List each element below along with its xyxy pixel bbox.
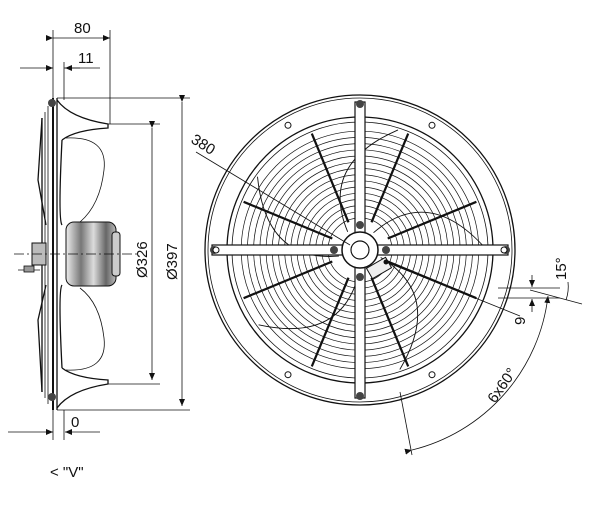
flange-bolt-top (48, 99, 56, 107)
guard-strut (370, 133, 410, 223)
dim-inner-diameter-label: Ø326 (134, 241, 151, 278)
mounting-hole (428, 371, 436, 379)
mounting-hole (212, 246, 220, 254)
view-note: < "V" (50, 464, 84, 481)
fan-blade (339, 129, 399, 232)
mounting-hole (284, 371, 292, 379)
guard-strut (310, 133, 350, 223)
dim-hole-pattern-label: 6x60° (484, 365, 520, 406)
fan-blade (373, 211, 487, 250)
guard-strut (243, 260, 333, 300)
dim-offset-label: 11 (78, 50, 94, 67)
fan-blade (258, 271, 360, 330)
guard-strut (243, 200, 333, 240)
dim-bolt-circle-label: 380 (188, 131, 218, 159)
guard-strut (310, 277, 350, 367)
side-dimensions: 80 11 0 Ø326 Ø397 (8, 20, 190, 440)
flange-bolt-bottom (48, 393, 56, 401)
mounting-hole (428, 121, 436, 129)
dim-zero-label: 0 (71, 414, 79, 431)
dim-outer-diameter-label: Ø397 (164, 243, 181, 280)
front-view (204, 94, 516, 406)
mounting-hole (284, 121, 292, 129)
guard-strut (387, 200, 477, 240)
dim-angle-label: 15° (553, 257, 570, 280)
fan-blade (257, 176, 339, 257)
side-view (14, 98, 140, 410)
fan-blade-side (59, 139, 63, 369)
guard-strut (370, 277, 410, 367)
dim-depth-label: 80 (74, 20, 91, 37)
dim-hole-size-label: 9 (512, 317, 529, 325)
mounting-hole (500, 246, 508, 254)
